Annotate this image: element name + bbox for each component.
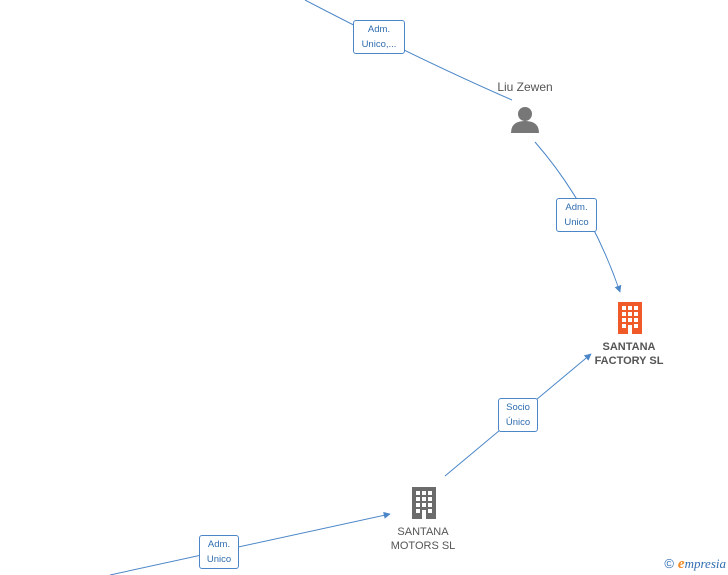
edge-bottom — [109, 511, 391, 575]
edge-label-line1: Adm. — [367, 24, 391, 35]
brand-initial: e — [677, 556, 685, 572]
company-name-line2: MOTORS SL — [390, 540, 456, 552]
building-icon[interactable] — [412, 487, 436, 519]
company-name-motors[interactable]: SANTANA MOTORS SL — [378, 525, 468, 553]
company-name-factory[interactable]: SANTANA FACTORY SL — [580, 340, 678, 368]
brand-rest: mpresia — [684, 556, 726, 571]
company-name-line1: SANTANA — [397, 526, 449, 538]
edge-label-line1: Adm. — [565, 202, 588, 213]
building-icon[interactable] — [618, 302, 642, 334]
edge-label-line1: Socio — [506, 402, 530, 413]
edge-label-top[interactable]: Adm. Unico,... — [353, 20, 405, 54]
edge-label-motors-factory[interactable]: Socio Único — [498, 398, 538, 432]
edge-label-line2: Único — [505, 417, 531, 428]
edge-label-bottom[interactable]: Adm. Unico — [199, 535, 239, 569]
edge-top — [304, 0, 513, 101]
company-name-line2: FACTORY SL — [594, 355, 664, 367]
edge-label-line2: Unico — [206, 554, 232, 565]
copyright-symbol: © — [664, 556, 674, 571]
edge-label-line2: Unico,... — [361, 39, 397, 50]
person-name[interactable]: Liu Zewen — [497, 80, 553, 94]
edge-label-person-factory[interactable]: Adm. Unico — [556, 198, 597, 232]
person-icon[interactable] — [511, 107, 539, 133]
edge-label-line1: Adm. — [207, 539, 231, 550]
empresia-watermark: ©empresia — [664, 556, 726, 573]
edge-label-line2: Unico — [564, 217, 589, 228]
company-name-line1: SANTANA — [602, 341, 656, 353]
